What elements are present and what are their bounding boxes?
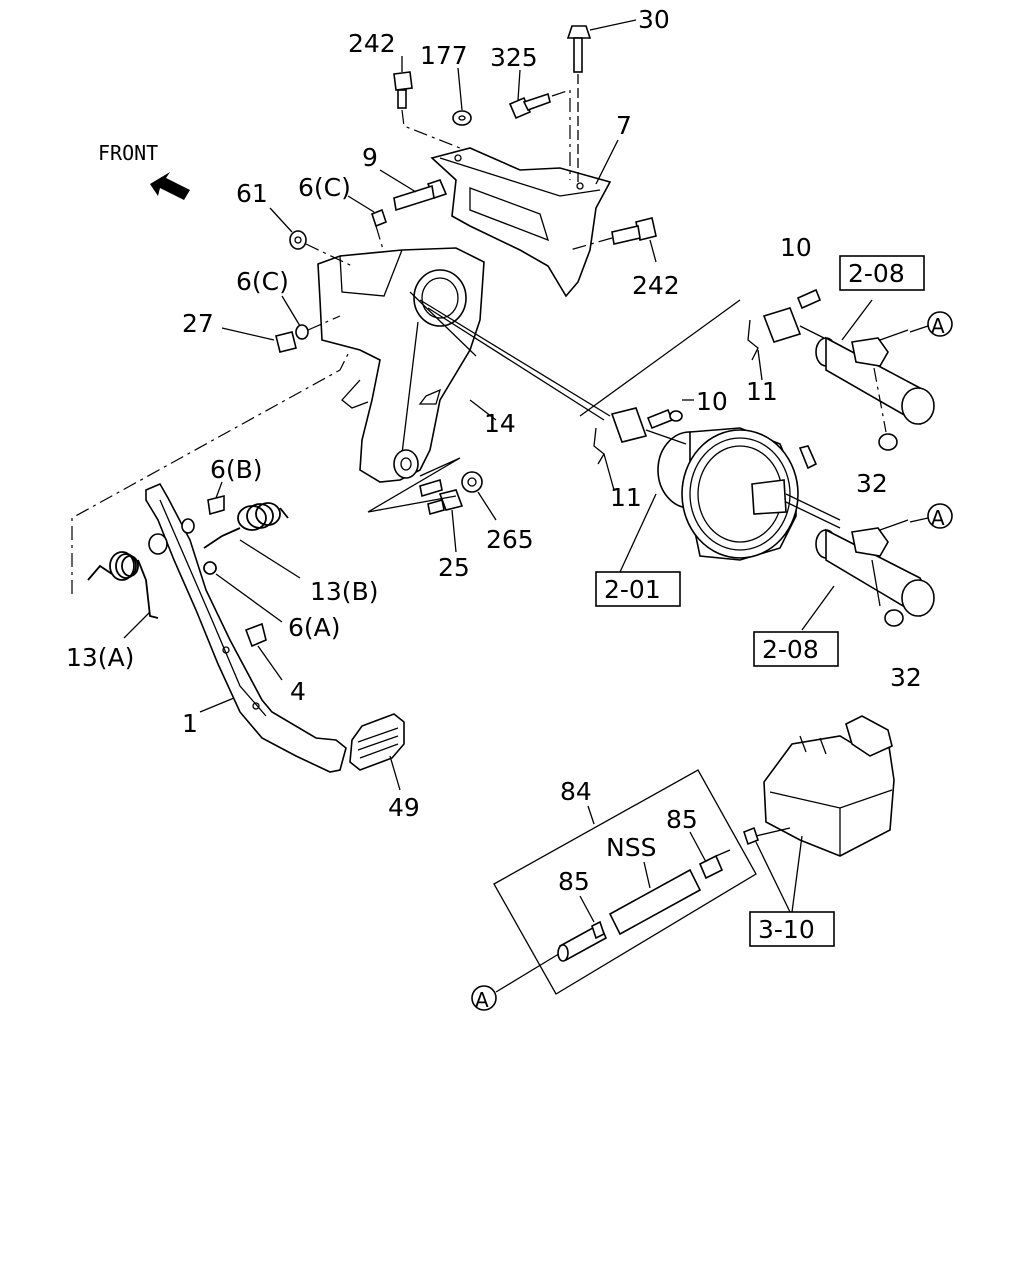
- pedal-group-outline: [71, 349, 351, 594]
- stopper-4: [244, 622, 283, 681]
- label-32-lower: 32: [890, 663, 922, 692]
- bushing-6a: [203, 561, 283, 623]
- spring-13a: [87, 551, 159, 639]
- washer-61: [269, 207, 353, 267]
- brake-booster: [419, 299, 841, 573]
- label-27: 27: [182, 309, 214, 338]
- pedal-pad-49: [349, 713, 405, 791]
- clevis-left: [593, 407, 687, 491]
- upper-bracket: [430, 147, 612, 298]
- nut-265: [461, 471, 497, 521]
- svg-text:A: A: [931, 506, 945, 530]
- label-13a: 13(A): [66, 643, 134, 672]
- label-6a: 6(A): [288, 613, 341, 642]
- label-4: 4: [290, 677, 306, 706]
- reservoir: [743, 715, 895, 913]
- pedal-support-bracket: [317, 247, 497, 483]
- boxed-label-3-10: 3-10: [749, 911, 835, 947]
- callout-a-1: A: [909, 311, 953, 338]
- label-49: 49: [388, 793, 420, 822]
- bolt-10-lower: [646, 399, 694, 430]
- label-325: 325: [490, 43, 538, 72]
- label-nss: NSS: [606, 833, 656, 862]
- leader-1: [199, 697, 235, 713]
- label-13b: 13(B): [310, 577, 378, 606]
- label-265: 265: [486, 525, 534, 554]
- label-177: 177: [420, 41, 468, 70]
- svg-text:A: A: [475, 988, 489, 1012]
- front-indicator: FRONT: [98, 141, 190, 200]
- boxed-label-2-08-upper: 2-08: [839, 255, 925, 291]
- label-242-top: 242: [348, 29, 396, 58]
- label-10-upper: 10: [780, 233, 812, 262]
- svg-text:2-08: 2-08: [848, 259, 905, 288]
- boxed-label-2-01: 2-01: [595, 571, 681, 607]
- label-61: 61: [236, 179, 268, 208]
- label-6c-lower: 6(C): [236, 267, 289, 296]
- label-9: 9: [362, 143, 378, 172]
- hose-kit-84: [493, 769, 757, 995]
- callout-a-3: A: [471, 951, 563, 1012]
- label-14: 14: [484, 409, 516, 438]
- label-32-upper: 32: [856, 469, 888, 498]
- label-25: 25: [438, 553, 470, 582]
- bolt-25: [419, 478, 464, 553]
- svg-text:2-01: 2-01: [604, 575, 661, 604]
- label-84: 84: [560, 777, 592, 806]
- bolt-242-top: [393, 56, 461, 149]
- master-cylinder-upper: [579, 288, 935, 451]
- nut-27: [221, 327, 297, 353]
- label-1: 1: [182, 709, 198, 738]
- callout-a-2: A: [909, 503, 953, 530]
- master-cylinder-lower: [801, 519, 935, 631]
- front-arrow-icon: [150, 172, 190, 200]
- label-30: 30: [638, 5, 670, 34]
- washer-6c-lower: [281, 295, 341, 340]
- boxed-label-2-08-lower: 2-08: [753, 631, 839, 667]
- label-242-right: 242: [632, 271, 680, 300]
- label-10-lower: 10: [696, 387, 728, 416]
- washer-177: [452, 67, 472, 126]
- label-7: 7: [616, 111, 632, 140]
- svg-text:2-08: 2-08: [762, 635, 819, 664]
- assembly-lines: [367, 457, 461, 513]
- label-6c-upper: 6(C): [298, 173, 351, 202]
- label-85-left: 85: [558, 867, 590, 896]
- bolt-30: [566, 19, 637, 186]
- leader-7: [595, 139, 619, 185]
- label-11-upper: 11: [746, 377, 778, 406]
- svg-text:A: A: [931, 314, 945, 338]
- spring-13b: [203, 502, 301, 579]
- front-label: FRONT: [98, 141, 158, 165]
- svg-text:3-10: 3-10: [758, 915, 815, 944]
- bolt-325: [508, 69, 571, 180]
- bolt-242-right: [569, 217, 657, 263]
- label-11-lower: 11: [610, 483, 642, 512]
- label-6b: 6(B): [210, 455, 263, 484]
- bolt-9: [379, 169, 448, 212]
- clip-6b: [207, 481, 225, 516]
- label-85-right: 85: [666, 805, 698, 834]
